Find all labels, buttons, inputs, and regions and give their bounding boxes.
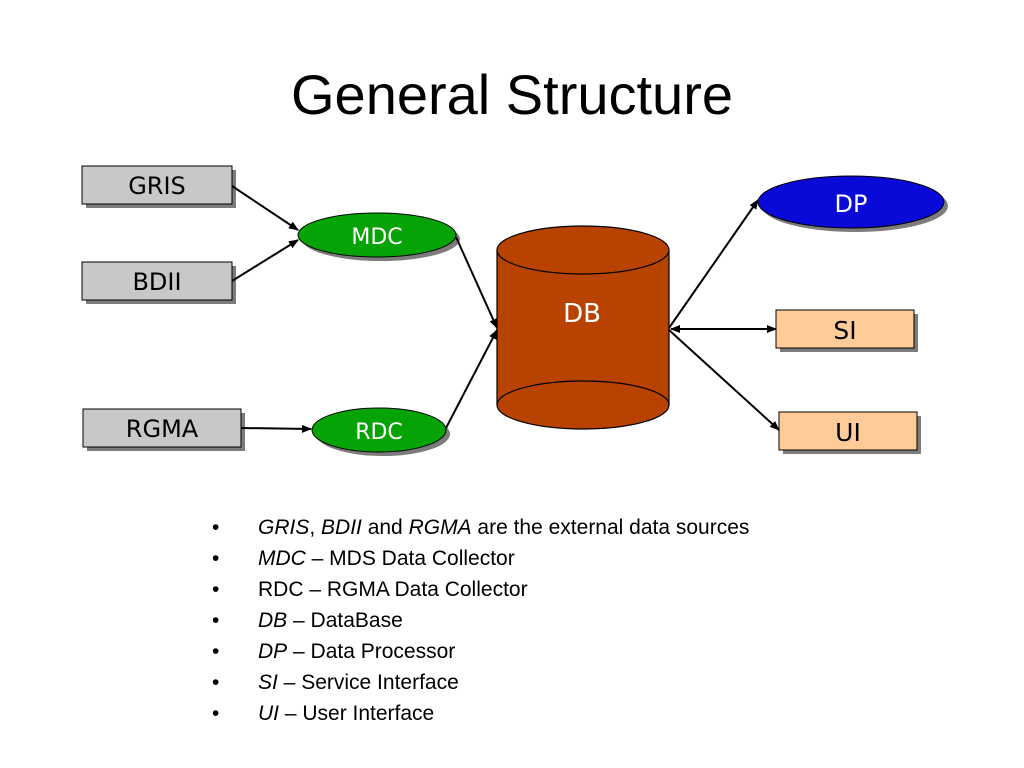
- mdc-node: MDC: [297, 212, 460, 261]
- arrow-mdc-to-db: [455, 236, 498, 329]
- legend-item: • MDC – MDS Data Collector: [212, 543, 749, 574]
- db-cylinder-top: [496, 225, 670, 275]
- legend-text: UI: [258, 702, 279, 725]
- structure-diagram: GRIS BDII RGMA MDC RDC DB DP: [81, 165, 948, 456]
- legend-text: ,: [309, 516, 322, 539]
- arrow-db-to-ui: [668, 329, 780, 431]
- ui-box: [778, 411, 918, 451]
- legend-item: • RDC – RGMA Data Collector: [212, 574, 749, 605]
- legend-item: • DB – DataBase: [212, 605, 749, 636]
- arrow-db-to-dp: [668, 199, 759, 329]
- db-cylinder-body: [496, 250, 670, 430]
- dp-node: DP: [757, 175, 948, 232]
- bullet-icon: •: [212, 578, 220, 601]
- legend-item: • UI – User Interface: [212, 698, 749, 729]
- bullet-icon: •: [212, 702, 220, 725]
- db-label: DB: [563, 299, 601, 329]
- ui-node: UI: [778, 411, 921, 454]
- legend-text: – MDS Data Collector: [305, 547, 515, 570]
- legend-text: DP: [258, 640, 288, 663]
- mdc-label: MDC: [351, 225, 402, 250]
- bdii-box: [81, 261, 233, 301]
- rdc-ellipse: [311, 407, 447, 453]
- legend-item: • DP – Data Processor: [212, 636, 749, 667]
- legend-text: DB: [258, 609, 288, 632]
- db-node: DB: [496, 225, 670, 430]
- bullet-icon: •: [212, 640, 220, 663]
- bdii-node: BDII: [81, 261, 236, 304]
- rgma-box: [82, 408, 242, 448]
- si-box: [775, 309, 915, 349]
- legend-text: – Service Interface: [277, 671, 459, 694]
- rgma-label: RGMA: [126, 415, 199, 443]
- legend-text: are the external data sources: [471, 516, 750, 539]
- rgma-node: RGMA: [82, 408, 245, 451]
- bdii-label: BDII: [132, 268, 181, 296]
- bullet-icon: •: [212, 547, 220, 570]
- arrow-rdc-to-db: [445, 329, 498, 429]
- legend-list: • GRIS, BDII and RGMA are the external da…: [212, 512, 749, 729]
- legend-text: RDC – RGMA Data Collector: [258, 578, 528, 601]
- legend-item: • SI – Service Interface: [212, 667, 749, 698]
- gris-node: GRIS: [81, 165, 236, 208]
- si-label: SI: [833, 316, 856, 345]
- arrow-gris-to-mdc: [231, 185, 299, 231]
- bullet-icon: •: [212, 609, 220, 632]
- gris-label: GRIS: [128, 172, 186, 200]
- ui-label: UI: [835, 418, 861, 447]
- legend-text: BDII: [321, 516, 362, 539]
- arrow-bdii-to-mdc: [231, 239, 299, 282]
- si-node: SI: [775, 309, 918, 352]
- rdc-label: RDC: [355, 420, 403, 445]
- rdc-node: RDC: [311, 407, 450, 456]
- db-cylinder-base-edge: [496, 380, 670, 406]
- legend-item: • GRIS, BDII and RGMA are the external da…: [212, 512, 749, 543]
- mdc-ellipse: [297, 212, 457, 258]
- legend-text: RGMA: [408, 516, 472, 539]
- arrow-rgma-to-rdc: [240, 424, 312, 433]
- legend-text: MDC: [258, 547, 306, 570]
- bullet-icon: •: [212, 671, 220, 694]
- legend-text: – DataBase: [287, 609, 403, 632]
- legend-text: SI: [258, 671, 278, 694]
- bullet-icon: •: [212, 516, 220, 539]
- legend-text: GRIS: [258, 516, 310, 539]
- dp-label: DP: [835, 190, 868, 218]
- slide-title: General Structure: [291, 63, 733, 126]
- legend-text: – User Interface: [279, 702, 435, 725]
- gris-box: [81, 165, 233, 205]
- legend-text: – Data Processor: [287, 640, 456, 663]
- legend-text: and: [361, 516, 409, 539]
